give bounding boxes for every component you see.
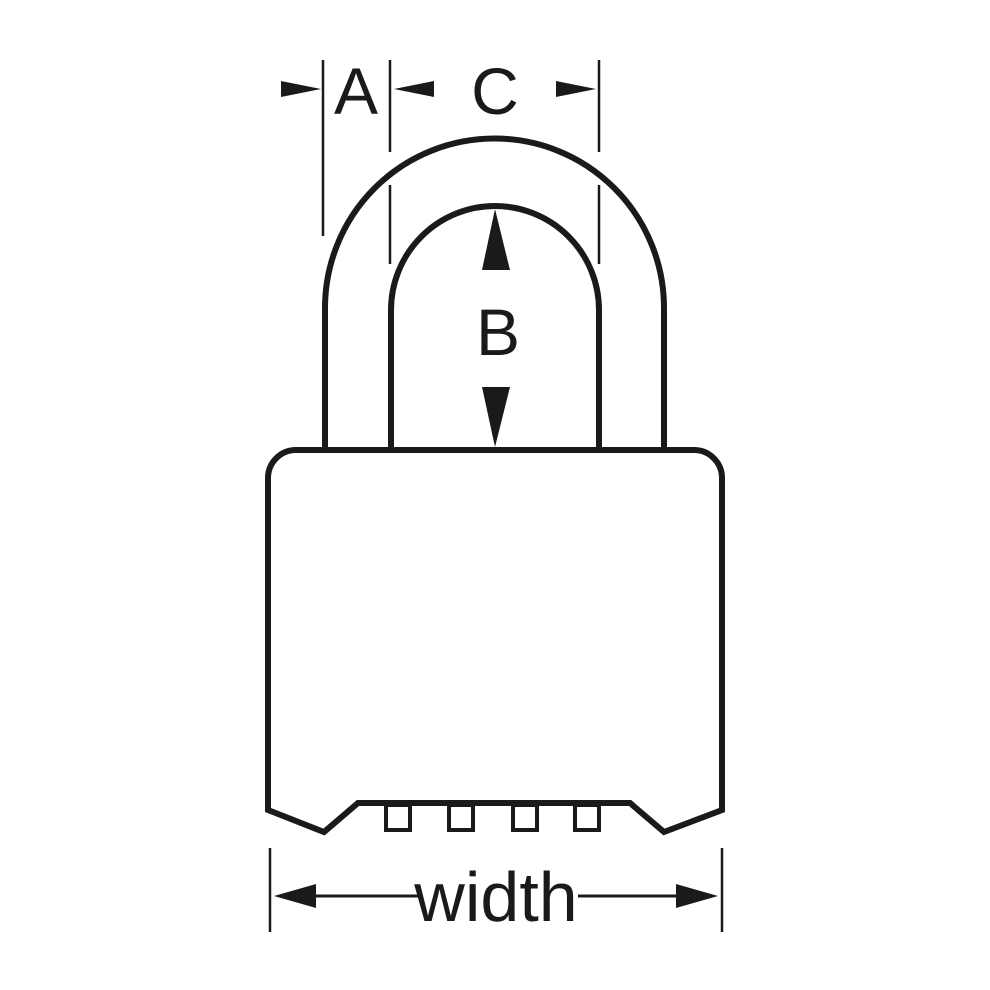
dimension-c-arrow-left-icon: [394, 81, 434, 97]
shackle-outer-outline: [322, 135, 667, 450]
shackle-inner-outline: [388, 203, 602, 450]
dimension-c: C: [394, 54, 596, 128]
dimension-a-label: A: [334, 54, 378, 128]
combination-dials: [384, 803, 601, 832]
dial-2: [447, 803, 475, 832]
width-arrow-left-icon: [274, 884, 316, 908]
dial-1: [384, 803, 412, 832]
width-arrow-right-icon: [676, 884, 718, 908]
shackle: [322, 135, 667, 450]
dimension-c-arrow-right-icon: [556, 81, 596, 97]
dimension-b-label: B: [476, 295, 520, 369]
dial-4: [573, 803, 601, 832]
dimension-width: width: [268, 848, 724, 936]
lock-body-outline: [265, 447, 725, 836]
dimension-b: B: [476, 209, 520, 447]
dimension-a-c-extension-lines: [321, 60, 601, 264]
dimension-c-label: C: [471, 54, 519, 128]
dimension-a-arrow-right-icon: [281, 81, 321, 97]
dimension-b-arrow-up-icon: [482, 209, 510, 270]
width-label: width: [413, 858, 577, 936]
dimension-a: A: [281, 54, 378, 128]
dimension-b-arrow-down-icon: [482, 387, 510, 447]
dial-3: [511, 803, 539, 832]
